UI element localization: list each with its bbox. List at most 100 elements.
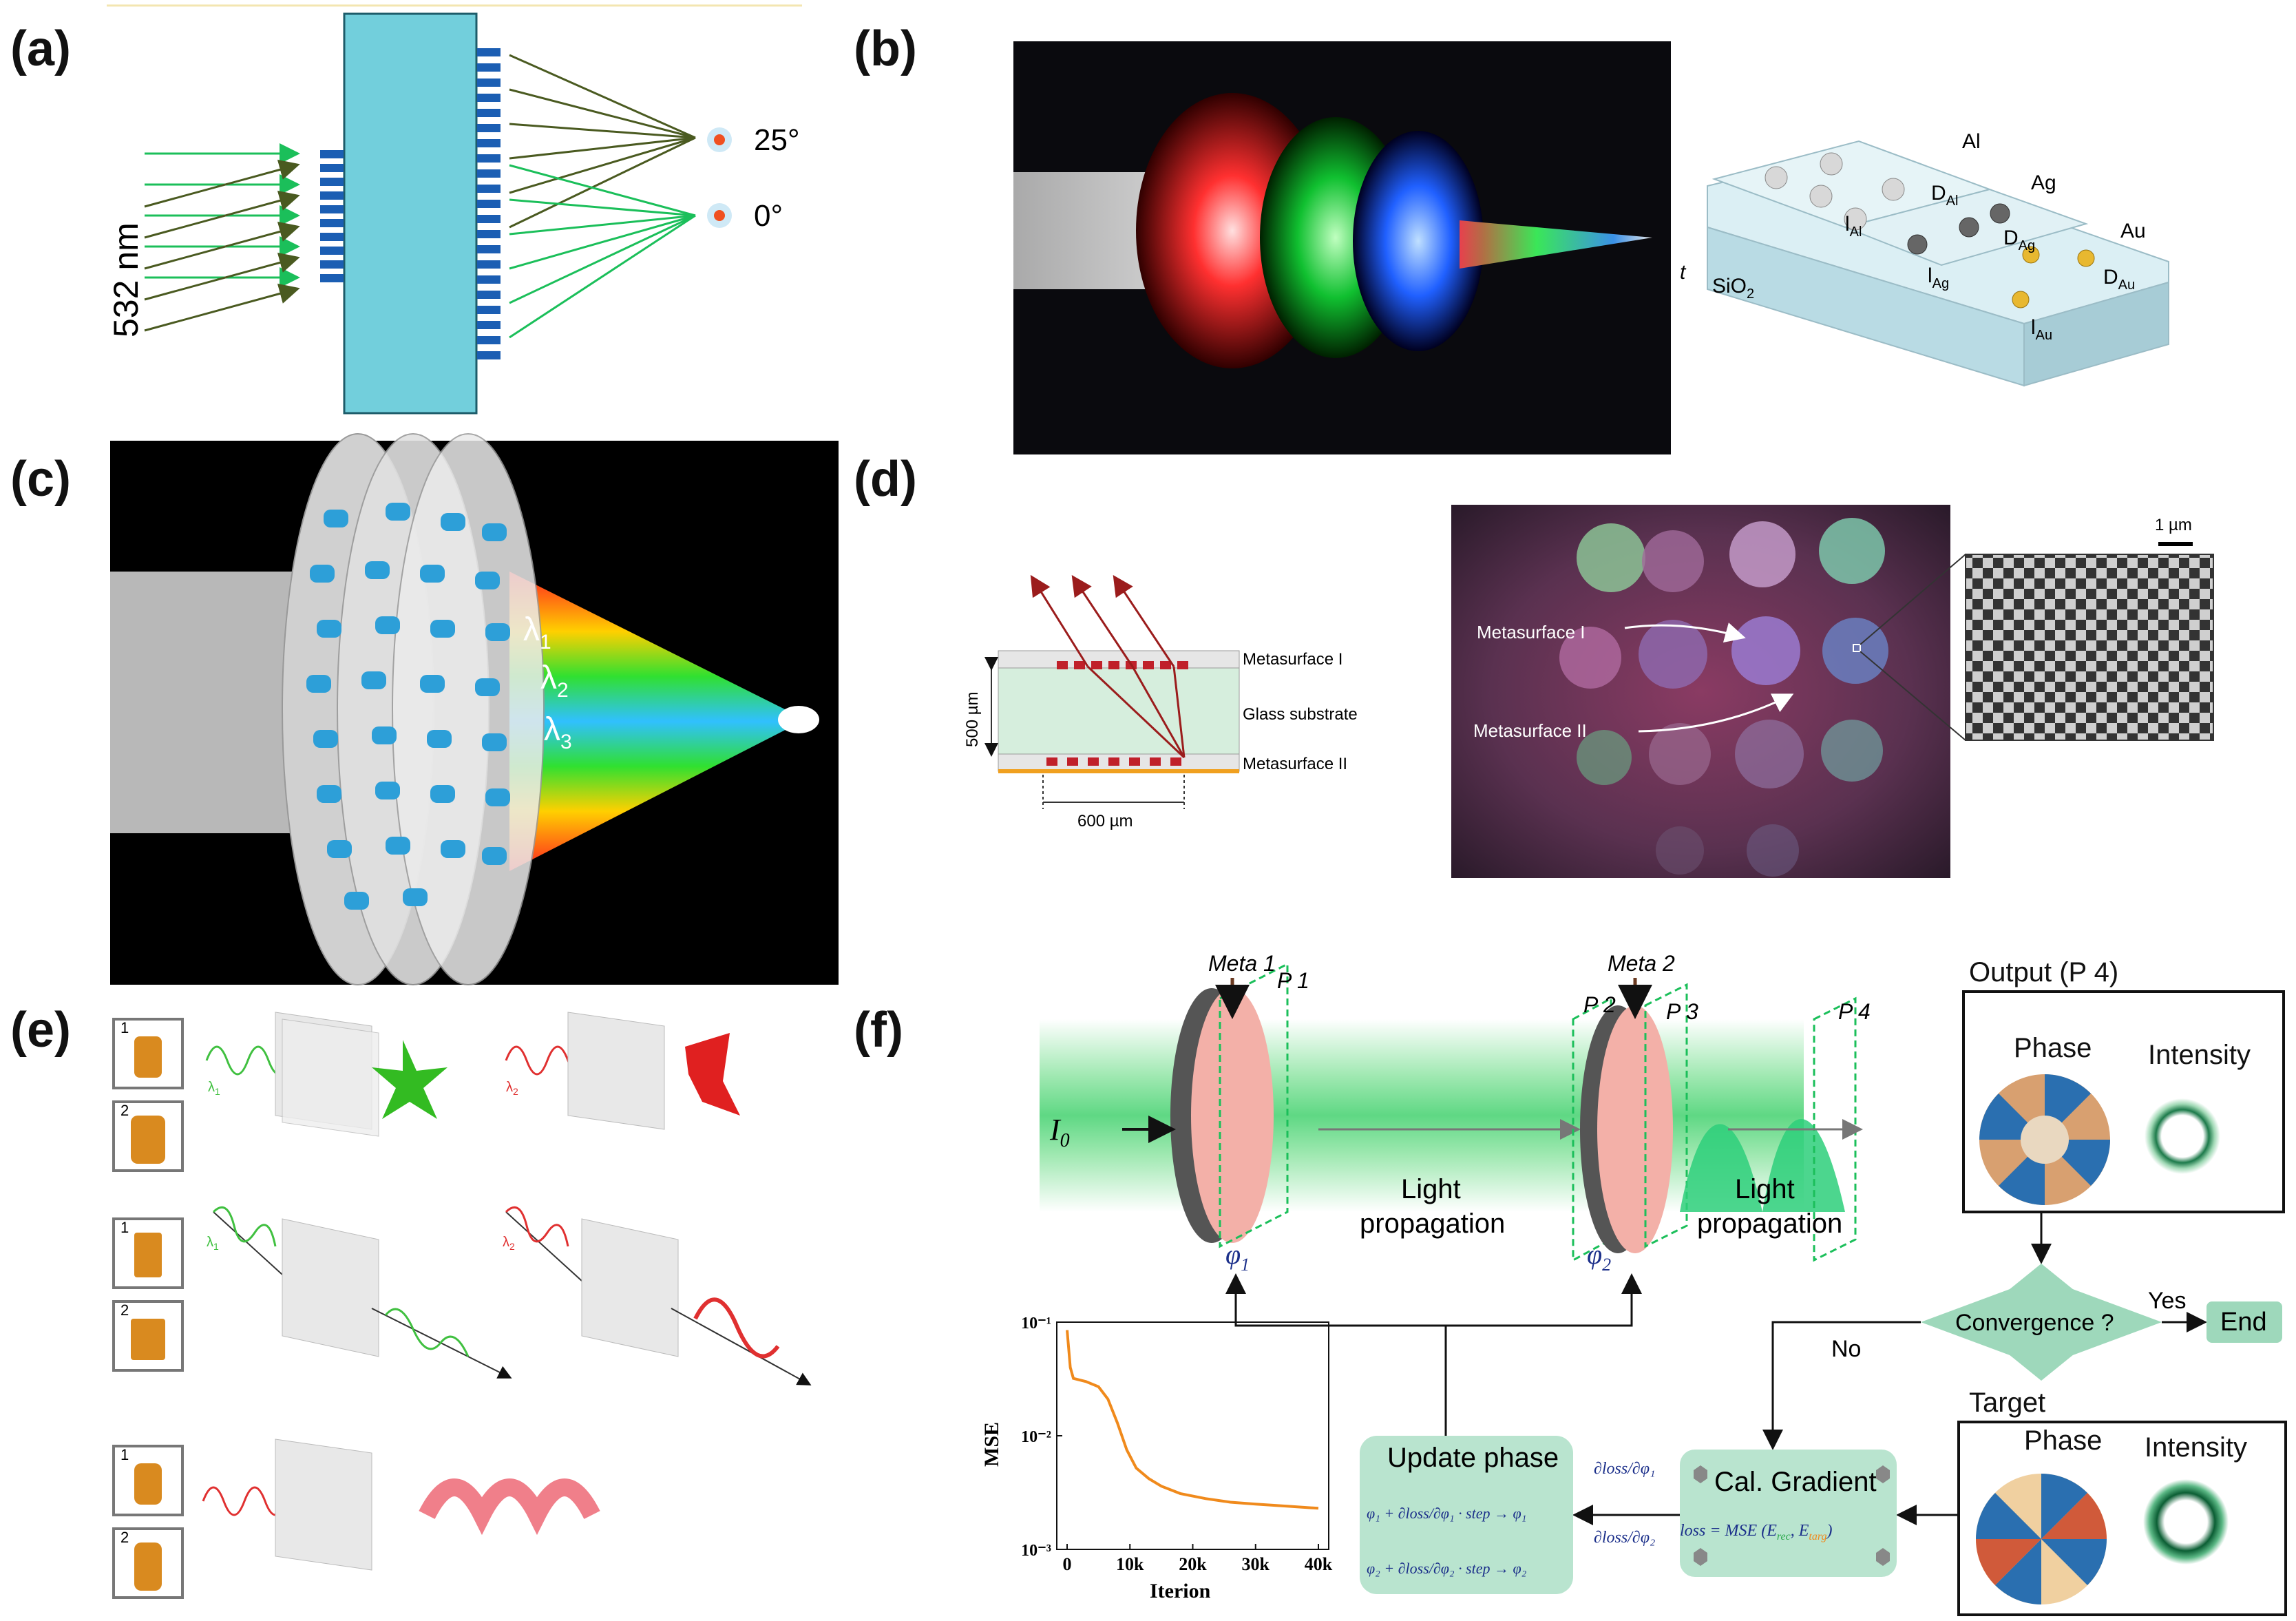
layer-label-glass: Glass substrate [1243,705,1358,724]
box-num-3: 1 [120,1219,129,1236]
box-num-2: 2 [120,1102,129,1119]
metasurface-sheet-3 [282,1218,379,1357]
substrate-block [343,12,478,415]
yes-label: Yes [2148,1288,2186,1314]
layer-label-meta-ii: Metasurface II [1243,755,1347,773]
angle-25-label: 25° [754,123,800,157]
update-phase-box [1360,1436,1573,1594]
glass-substrate-layer [998,667,1240,755]
panel-b-label: (b) [854,21,917,76]
e-lambda-2b: λ2 [503,1235,515,1252]
d-au: DAu [2103,266,2135,293]
lambda-1: λ1 [523,611,551,653]
l-au: lAu [2031,316,2052,343]
end-label: End [2220,1308,2267,1337]
l-al: lAl [1845,213,1862,240]
metasurface-sheet-2 [567,1012,665,1130]
width-600: 600 µm [1077,812,1133,830]
e-lambda-1b: λ1 [207,1235,219,1252]
ray-paths [1030,574,1186,759]
input-meta-atoms [320,150,344,282]
rainbow-cone [509,572,805,871]
x-ticks: 0 10k 20k 30k 40k [1063,1544,1333,1574]
dloss-dphi1: ∂loss/∂φ₁ [1594,1460,1655,1478]
output-rays [509,54,696,339]
e-lambda-2a: λ2 [506,1080,518,1097]
wave-green-1 [205,1045,291,1076]
lambda-2: λ2 [540,660,569,702]
plane-p3 [1644,983,1688,1248]
plane-p1 [1219,962,1289,1248]
input-rays [144,143,300,332]
target-intensity-ring [2143,1479,2229,1565]
focused-beam [1460,220,1652,269]
x-tick-label: 10k [1116,1554,1144,1574]
y-ticks: 10⁻¹10⁻²10⁻³ [1021,1315,1062,1560]
wave-green-2 [212,1206,277,1247]
gradient-box-hexes [1694,1465,1890,1566]
p1-label: P 1 [1277,968,1309,993]
output-title: Output (P 4) [1969,957,2118,987]
y-tick-label: 10⁻³ [1021,1542,1051,1560]
target-intensity-label: Intensity [2145,1432,2247,1463]
x-tick-label: 20k [1179,1554,1207,1574]
green-star [372,1040,447,1119]
panel-b: (b) Al Ag Au DAl [854,21,2169,454]
metalens-dots [1559,518,1888,877]
p4-label: P 4 [1838,999,1871,1024]
no-label: No [1831,1336,1861,1362]
thickness-label: t [1680,261,1687,284]
material-ag: Ag [2031,171,2056,194]
wave-red-2 [505,1206,569,1247]
wave-red-3 [202,1486,287,1516]
output-phase-image [1979,1074,2110,1205]
unit-cell-pillars [131,1036,165,1591]
panel-a: (a) [10,4,802,415]
target-title: Target [1969,1388,2045,1418]
material-au: Au [2120,220,2146,242]
box-num-5: 1 [120,1446,129,1463]
material-al: Al [1962,130,1981,153]
panel-f: (f) Meta 1 P 1 I0 Light propagation φ1 M… [854,951,2287,1616]
end-box [2207,1301,2282,1343]
phi1-label: φ1 [1225,1239,1250,1275]
convergence-diamond-wide [1921,1277,2162,1367]
convergence-label: Convergence ? [1955,1310,2114,1336]
panel-e: (e) 1 2 1 2 1 2 λ1 λ2 [10,1003,812,1599]
panel-c-label: (c) [10,452,71,507]
box-num-1: 1 [120,1019,129,1036]
panel-d: (d) 500 µm 600 µm [854,452,2214,878]
unit-cell-boxes [112,1018,184,1599]
d-al: DAl [1931,182,1958,209]
meta2-label: Meta 2 [1608,951,1675,976]
plane-p4 [1813,996,1857,1262]
x-tick-label: 30k [1242,1554,1270,1574]
meta-ii-atoms [1046,757,1181,766]
photo-label-meta-ii: Metasurface II [1473,720,1587,741]
gradient-title: Cal. Gradient [1714,1467,1877,1497]
phi2-label: φ2 [1587,1239,1611,1275]
output-intensity-label: Intensity [2148,1040,2251,1070]
p2-label: P 2 [1583,992,1616,1017]
update-eq1: φ₁ + ∂loss/∂φ₁ · step → φ₁ [1367,1505,1526,1522]
photo-label-meta-i: Metasurface I [1477,622,1586,642]
panel-e-label: (e) [10,1003,71,1058]
l-ag: lAg [1928,264,1949,291]
meta2-disk [1597,1005,1673,1253]
target-phase-label: Phase [2024,1425,2102,1456]
airy-beam [419,1478,600,1536]
meta1-label: Meta 1 [1208,951,1276,976]
plane-p2 [1572,996,1612,1262]
propagation2-line1: Light [1735,1174,1795,1204]
output-intensity-ring [2145,1098,2220,1174]
x-tick-label: 40k [1305,1554,1333,1574]
metasurface-sheet-4 [581,1218,679,1357]
meta1-disk [1191,988,1274,1243]
y-tick-label: 10⁻¹ [1021,1315,1051,1332]
red-shape [685,1033,740,1116]
nanopillars [306,503,510,910]
airy-propagation [1680,1119,1845,1212]
x-tick-label: 0 [1063,1554,1072,1574]
panel-f-label: (f) [854,1003,903,1058]
